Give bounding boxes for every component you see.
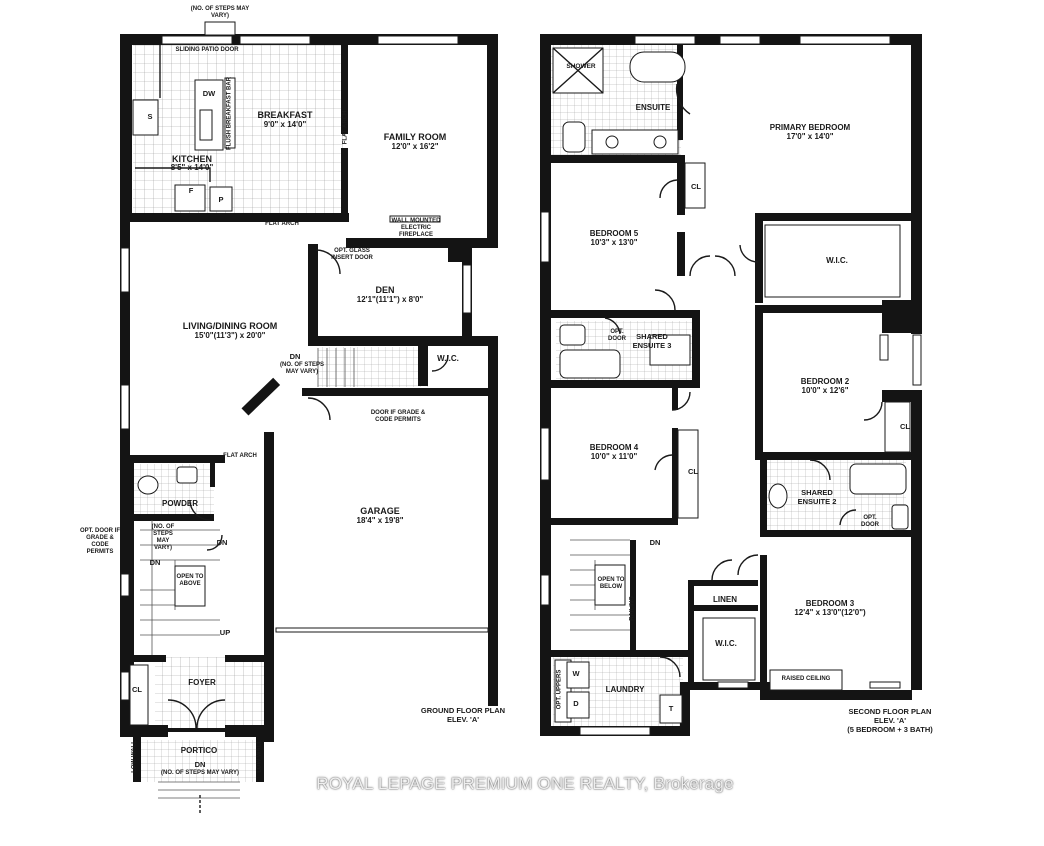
- den-room-dims: 12'1"(11'1") x 8'0": [356, 295, 424, 304]
- tub-label: T: [668, 704, 674, 713]
- low-wall-label-1: LOW WALL: [131, 740, 138, 773]
- powder-room-name: POWDER: [162, 499, 198, 508]
- shared-ensuite3-name: SHARED ENSUITE 3: [632, 332, 672, 350]
- ground-floor-plan: [120, 21, 498, 815]
- steps-stair-note: (NO. OF STEPS MAY VARY): [151, 524, 175, 551]
- second-floor-plan: [540, 34, 922, 736]
- linen-name: LINEN: [713, 595, 737, 604]
- wic-ground-name: W.I.C.: [437, 354, 459, 363]
- open-below-note: OPEN TO BELOW: [597, 577, 625, 590]
- second-floor-subtitle: (5 BEDROOM + 3 BATH): [847, 725, 933, 734]
- ensuite-room-name: ENSUITE: [635, 103, 671, 112]
- portico-tile: [140, 740, 258, 782]
- portico-room-name: PORTICO: [180, 746, 218, 755]
- kitchen-breakfast-tile: [133, 45, 343, 213]
- closet-ground-label: CL: [132, 685, 142, 694]
- closet-label-3: CL: [688, 467, 698, 476]
- raised-ceiling-label: RAISED CEILING: [781, 676, 831, 682]
- washer-label: W: [572, 669, 580, 678]
- second-floor-elevation: ELEV. 'A': [873, 716, 907, 725]
- flat-arch-label-1: FLAT ARCH: [342, 110, 349, 145]
- flat-arch-label-3: FLAT ARCH: [223, 453, 257, 459]
- bedroom5-dims: 10'3" x 13'0": [590, 238, 638, 247]
- sliding-patio-door-label: SLIDING PATIO DOOR: [175, 47, 239, 53]
- steps-portico-note: (NO. OF STEPS MAY VARY): [160, 770, 239, 776]
- sink-label: S: [147, 112, 153, 121]
- railing-label: RAILING: [629, 596, 636, 621]
- dryer-label: D: [573, 699, 579, 708]
- foyer-tile: [155, 657, 265, 729]
- door-grade-note: DOOR IF GRADE & CODE PERMITS: [370, 410, 426, 423]
- bedroom2-dims: 10'0" x 12'6": [801, 386, 849, 395]
- second-floor-title: SECOND FLOOR PLAN: [848, 707, 932, 716]
- dn-stair-label-2: DN: [149, 558, 161, 567]
- bedroom5-name: BEDROOM 5: [589, 229, 639, 238]
- bedroom2-name: BEDROOM 2: [800, 377, 850, 386]
- up-label: UP: [219, 628, 231, 637]
- opt-uppers-label: OPT. UPPERS: [556, 669, 563, 710]
- breakfast-room-name: BREAKFAST: [257, 110, 313, 120]
- fridge-label: F: [188, 186, 194, 195]
- primary-bedroom-name: PRIMARY BEDROOM: [769, 123, 851, 132]
- garage-room-name: GARAGE: [360, 506, 400, 516]
- ground-floor-elevation: ELEV. 'A': [446, 715, 480, 724]
- ground-floor-title: GROUND FLOOR PLAN: [420, 706, 506, 715]
- dn-living-label: DN: [289, 352, 301, 361]
- dn-portico-label: DN: [194, 760, 206, 769]
- bedroom4-dims: 10'0" x 11'0": [590, 452, 638, 461]
- opt-door-label-1: OPT. DOOR: [608, 329, 626, 342]
- foyer-room-name: FOYER: [188, 678, 216, 687]
- low-wall-label-2: LOW WALL: [256, 740, 263, 773]
- fireplace-label: WALL MOUNTED ELECTRIC FIREPLACE: [391, 218, 441, 238]
- kitchen-room-dims: 8'5" x 14'0": [170, 163, 214, 172]
- shower-label: SHOWER: [566, 63, 596, 70]
- wic-ground-tile: [318, 347, 428, 387]
- shared-ensuite2-name: SHARED ENSUITE 2: [797, 488, 837, 506]
- bedroom3-name: BEDROOM 3: [805, 599, 855, 608]
- dw-label: DW: [202, 89, 216, 98]
- living-dining-room-name: LIVING/DINING ROOM: [182, 321, 278, 331]
- wic-b3-name: W.I.C.: [715, 639, 737, 648]
- den-room-name: DEN: [375, 285, 395, 295]
- opt-door-note: OPT. DOOR IF GRADE & CODE PERMITS: [80, 528, 121, 555]
- wic-primary-name: W.I.C.: [826, 256, 848, 265]
- breakfast-room-dims: 9'0" x 14'0": [263, 120, 307, 129]
- glass-door-label: OPT. GLASS INSERT DOOR: [331, 248, 373, 261]
- closet-label-2: CL: [900, 422, 910, 431]
- garage-room-dims: 18'4" x 19'8": [356, 516, 404, 525]
- closet-label-1: CL: [691, 182, 701, 191]
- family-room-name: FAMILY ROOM: [383, 132, 447, 142]
- brokerage-watermark: ROYAL LEPAGE PREMIUM ONE REALTY, Brokera…: [316, 774, 734, 793]
- dn-second-label: DN: [649, 538, 661, 547]
- laundry-name: LAUNDRY: [605, 685, 645, 694]
- open-above-note: OPEN TO ABOVE: [176, 574, 204, 587]
- opt-door-label-2: OPT. DOOR: [861, 515, 879, 528]
- steps-note-top: (NO. OF STEPS MAY VARY): [190, 6, 250, 19]
- primary-bedroom-dims: 17'0" x 14'0": [786, 132, 834, 141]
- pantry-label: P: [218, 195, 224, 204]
- bedroom3-dims: 12'4" x 13'0"(12'0"): [794, 608, 866, 617]
- flush-bar-label: FLUSH BREAKFAST BAR: [226, 76, 233, 150]
- flat-arch-label-2: FLAT ARCH: [265, 221, 299, 227]
- bedroom4-name: BEDROOM 4: [589, 443, 639, 452]
- kitchen-room-name: KITCHEN: [172, 154, 212, 164]
- dn-stair-label-1: DN: [216, 538, 228, 547]
- living-dining-room-dims: 15'0"(11'3") x 20'0": [194, 331, 266, 340]
- steps-living-note: (NO. OF STEPS MAY VARY): [279, 362, 324, 375]
- family-room-dims: 12'0" x 16'2": [391, 142, 439, 151]
